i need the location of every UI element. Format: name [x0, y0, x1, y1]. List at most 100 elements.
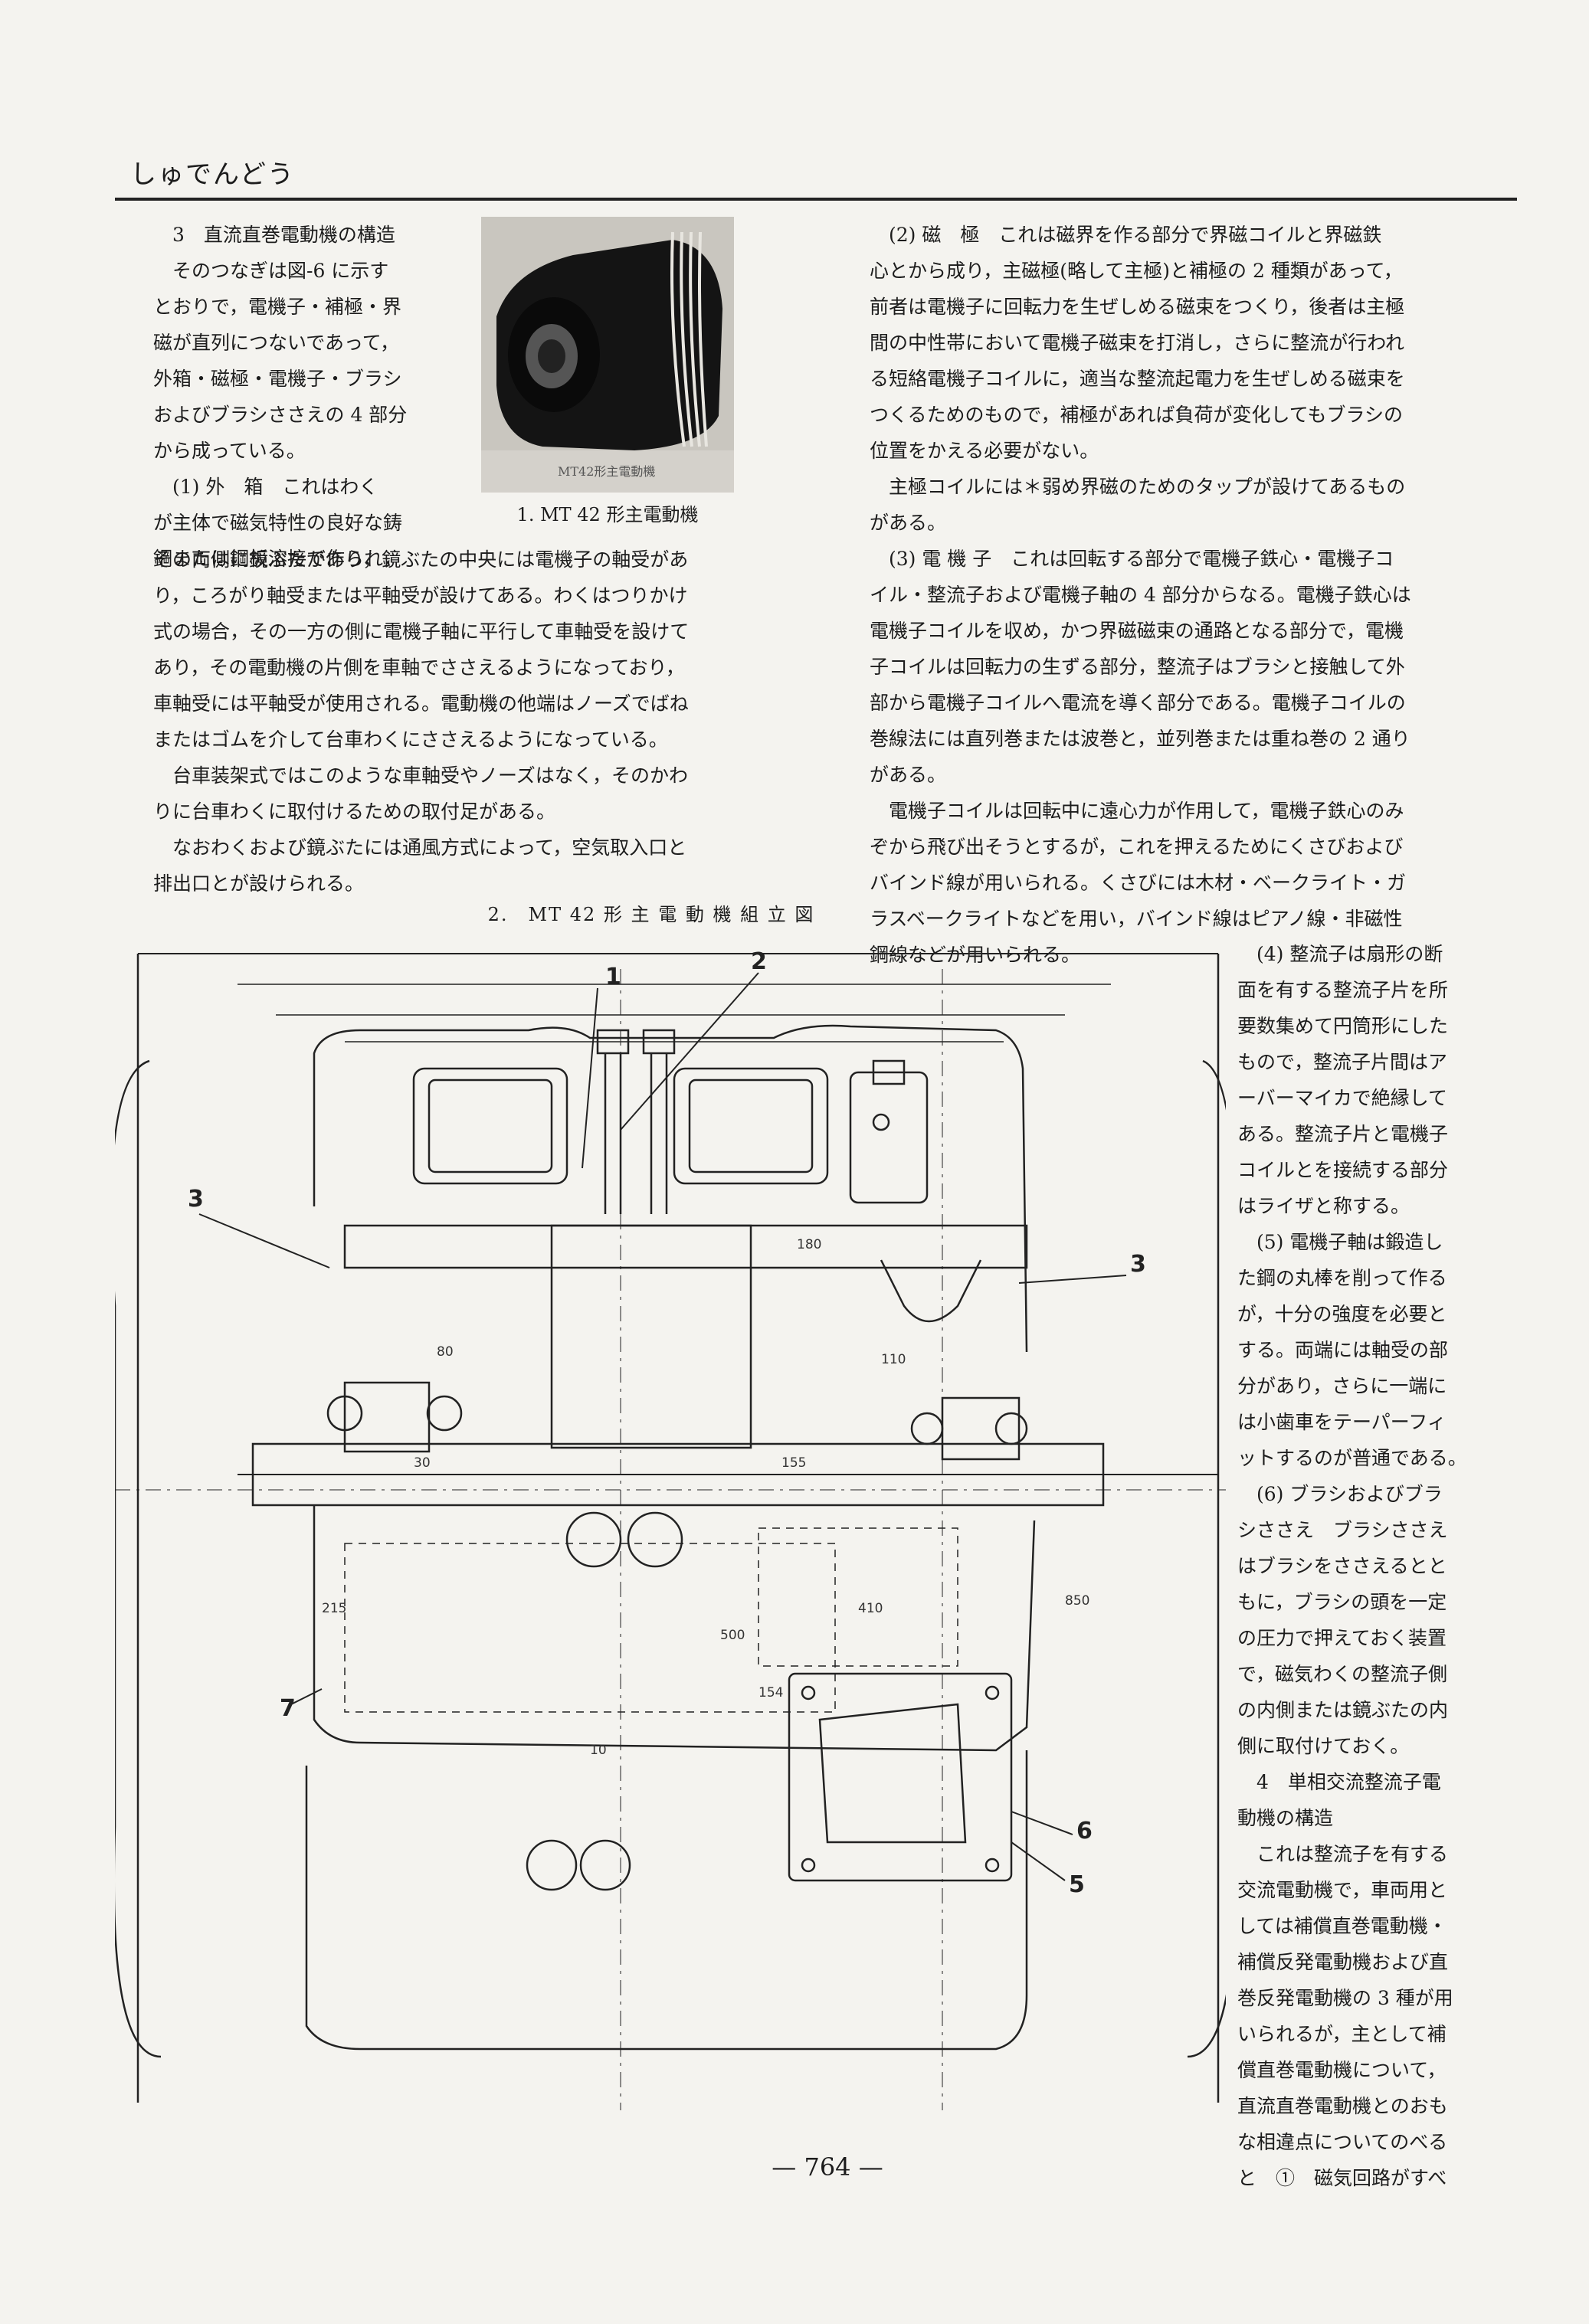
left-column-narrow: 3 直流直巻電動機の構造そのつなぎは図-6 に示すとおりで，電機子・補極・界磁が… [153, 217, 466, 577]
dimension-label: 80 [437, 1344, 454, 1360]
dimension-label: 10 [590, 1743, 607, 1758]
text-line: で，磁気わくの整流子側 [1237, 1663, 1448, 1685]
dimension-label: 180 [797, 1237, 821, 1252]
text-line: バインド線が用いられる。くさびには木材・ベークライト・ガ [870, 872, 1407, 894]
text-line: 巻線法には直列巻または波巻と，並列巻または重ね巻の 2 通り [870, 728, 1410, 750]
dimension-label: 110 [881, 1352, 906, 1367]
dimension-label: 154 [758, 1685, 783, 1700]
text-line: (3) 電 機 子 これは回転する部分で電機子鉄心・電機子コ [889, 548, 1394, 570]
text-line: 直流直巻電動機とのおも [1237, 2095, 1448, 2117]
text-line: がある。 [870, 512, 947, 534]
text-line: 面を有する整流子片を所 [1237, 979, 1449, 1001]
text-line: な相違点についてのべる [1237, 2131, 1448, 2153]
text-line: がある。 [870, 764, 947, 786]
page-number: — 764 — [772, 2152, 883, 2182]
text-line: 位置をかえる必要がない。 [870, 440, 1099, 462]
text-line: 要数集めて円筒形にした [1237, 1015, 1449, 1037]
text-line: つくるためのもので，補極があれば負荷が変化してもブラシの [870, 404, 1404, 426]
text-line: は小歯車をテーパーフィ [1237, 1411, 1446, 1433]
text-line: ぞから飛び出そうとするが，これを押えるためにくさびおよび [870, 836, 1404, 858]
dimension-label: 155 [781, 1455, 806, 1471]
text-line: り，ころがり軸受または平軸受が設けてある。わくはつりかけ [153, 584, 688, 607]
callout-label: 5 [1069, 1871, 1085, 1898]
callout-label: 3 [1130, 1251, 1146, 1278]
text-line: とおりで，電機子・補極・界 [153, 296, 402, 318]
header-rule [115, 198, 1517, 201]
text-line: 心とから成り，主磁極(略して主極)と補極の 2 種類があって， [870, 260, 1403, 282]
running-header: しゅでんどう [130, 159, 295, 190]
text-line: する。両端には軸受の部 [1237, 1339, 1449, 1361]
text-line: 償直巻電動機について， [1237, 2059, 1446, 2081]
text-line: なおわくおよび鏡ぶたには通風方式によって，空気取入口と [172, 836, 687, 859]
text-line: (2) 磁 極 これは磁界を作る部分で界磁コイルと界磁鉄 [889, 224, 1382, 246]
text-line: (5) 電機子軸は鍛造し [1256, 1231, 1443, 1253]
dimension-label: 215 [322, 1601, 346, 1616]
text-line: 交流電動機で，車両用と [1237, 1879, 1448, 1901]
text-line: 側に取付けておく。 [1237, 1735, 1410, 1757]
callout-label: 6 [1076, 1818, 1093, 1844]
figure-2-caption: 2. MT 42 形 主 電 動 機 組 立 図 [487, 904, 815, 925]
text-line: (6) ブラシおよびブラ [1256, 1483, 1443, 1505]
text-line: 4 単相交流整流子電 [1256, 1771, 1441, 1793]
text-line: ラスベークライトなどを用い，バインド線はピアノ線・非磁性 [870, 908, 1403, 930]
text-line: 式の場合，その一方の側に電機子軸に平行して車軸受を設けて [153, 620, 690, 643]
text-line: またはゴムを介して台車わくにささえるようになっている。 [153, 728, 668, 751]
dimension-label: 850 [1065, 1593, 1089, 1609]
text-line: 分があり，さらに一端に [1237, 1375, 1447, 1397]
text-line: これは整流子を有する [1256, 1843, 1449, 1865]
text-line: 補償反発電動機および直 [1237, 1951, 1449, 1973]
text-line: もに，ブラシの頭を一定 [1237, 1591, 1447, 1613]
text-line: 電機子コイルを収め，かつ界磁磁束の通路となる部分で，電機 [870, 620, 1404, 642]
text-line: 巻反発電動機の 3 種が用 [1237, 1987, 1453, 2009]
text-line: 台車装架式ではこのような車軸受やノーズはなく，そのかわ [172, 764, 689, 787]
text-line: 部から電機子コイルへ電流を導く部分である。電機子コイルの [870, 692, 1406, 714]
text-line: が，十分の強度を必要と [1237, 1303, 1447, 1325]
motor-photo-image: MT42形主電動機 [481, 217, 734, 493]
callout-label: 1 [605, 964, 621, 990]
text-line: ーバーマイカで絶縁して [1237, 1087, 1448, 1109]
photo-caption: 1. MT 42 形主電動機 [516, 504, 699, 525]
text-line: そのつなぎは図-6 に示す [172, 260, 389, 282]
text-line: が主体で磁気特性の良好な鋳 [153, 512, 403, 534]
text-line: イル・整流子および電機子軸の 4 部分からなる。電機子鉄心は [870, 584, 1411, 606]
text-line: 車軸受には平軸受が使用される。電動機の他端はノーズでばね [153, 692, 689, 715]
text-line: はライザと称する。 [1237, 1195, 1410, 1217]
text-line: ある。整流子片と電機子 [1237, 1123, 1449, 1145]
text-line: シささえ ブラシささえ [1237, 1519, 1448, 1541]
callout-label: 3 [188, 1186, 204, 1213]
right-column-narrow: (4) 整流子は扇形の断面を有する整流子片を所要数集めて円筒形にしたもので，整流… [1237, 936, 1528, 2196]
text-line: 子コイルは回転力の生ずる部分，整流子はブラシと接触して外 [870, 656, 1405, 678]
text-line: 動機の構造 [1237, 1807, 1334, 1829]
text-line: 電機子コイルは回転中に遠心力が作用して，電機子鉄心のみ [889, 800, 1404, 822]
dimension-label: 30 [414, 1455, 431, 1471]
text-line: 主極コイルには＊弱め界磁のためのタップが設けてあるもの [889, 476, 1406, 498]
text-line: 3 直流直巻電動機の構造 [172, 224, 395, 246]
text-line: その両側に鏡ぶたがあり，鏡ぶたの中央には電機子の軸受があ [153, 548, 689, 571]
dimension-label: 500 [720, 1628, 745, 1643]
text-line: 間の中性帯において電機子磁束を打消し，さらに整流が行われ [870, 332, 1405, 354]
text-line: コイルとを接続する部分 [1237, 1159, 1449, 1181]
text-line: 外箱・磁極・電機子・ブラシ [153, 368, 402, 390]
text-line: 前者は電機子に回転力を生ぜしめる磁束をつくり，後者は主極 [870, 296, 1405, 318]
text-line: およびブラシささえの 4 部分 [153, 404, 408, 426]
callout-label: 7 [280, 1695, 296, 1722]
text-line: しては補償直巻電動機・ [1237, 1915, 1447, 1937]
text-line: (4) 整流子は扇形の断 [1256, 943, 1443, 965]
text-line: 鋼または鋼板溶接で作られ， [153, 548, 403, 570]
text-line: と ① 磁気回路がすべ [1237, 2167, 1447, 2189]
right-column-wide: (2) 磁 極 これは磁界を作る部分で界磁コイルと界磁鉄心とから成り，主磁極(略… [870, 217, 1515, 973]
text-line: た鋼の丸棒を削って作る [1237, 1267, 1447, 1289]
motor-photo: MT42形主電動機 [481, 217, 734, 493]
text-line: 磁が直列につないであって， [153, 332, 400, 354]
text-line: の内側または鏡ぶたの内 [1237, 1699, 1449, 1721]
photo-inscription: MT42形主電動機 [558, 464, 655, 479]
callout-label: 2 [751, 948, 767, 975]
text-line: (1) 外 箱 これはわく [172, 476, 378, 498]
text-line: りに台車わくに取付けるための取付足がある。 [153, 800, 556, 823]
text-line: 排出口とが設けられる。 [153, 872, 365, 895]
text-line: もので，整流子片間はア [1237, 1051, 1448, 1073]
text-line: 鋼線などが用いられる。 [870, 944, 1081, 966]
text-line: から成っている。 [153, 440, 306, 462]
